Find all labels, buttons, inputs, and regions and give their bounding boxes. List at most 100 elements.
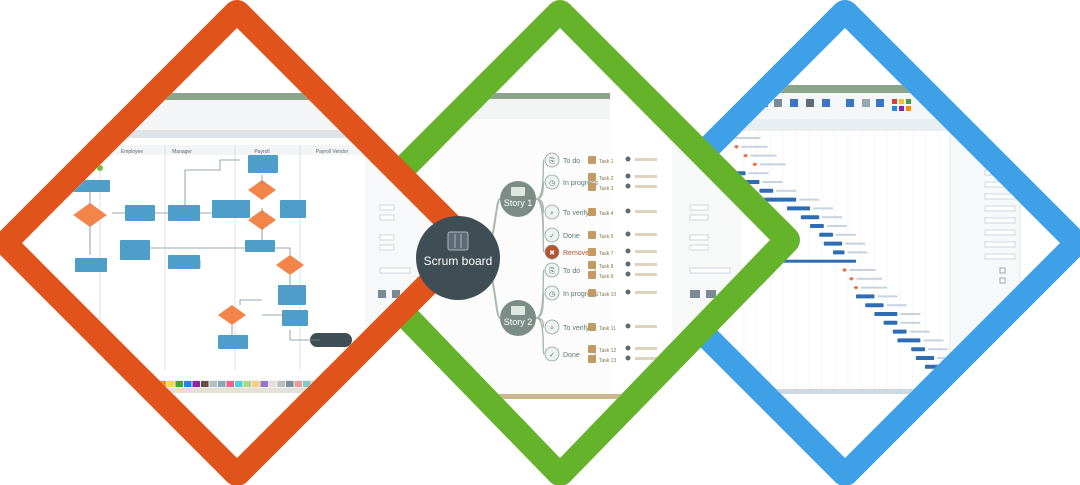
gantt-summary-bar [718,259,856,263]
gantt-task-label [861,286,887,289]
task-label: Task 1 [599,159,614,165]
assignee-avatar [625,355,631,361]
state-label: To verify [563,325,590,332]
task-label: Task 9 [599,274,614,280]
gantt-task-label [900,313,921,315]
decision-diamond [248,180,276,200]
gantt-bar [883,320,898,325]
task-label: Task 11 [599,326,616,332]
board-icon [447,231,469,251]
gantt-task-label [734,137,761,139]
gantt-task-label [836,233,856,236]
ribbon-toolbar [130,100,452,130]
story-node [500,181,536,217]
color-swatch [243,381,251,387]
assignee-avatar [625,208,631,214]
color-swatch [209,381,217,387]
gantt-task-label [877,295,898,298]
state-label: To do [563,158,580,165]
state-label: Removed [563,250,593,257]
task-chip [588,156,596,164]
gantt-task-label [748,172,769,175]
check-icon-glyph: ✓ [549,351,555,359]
task-chip [588,355,596,363]
gantt-bar [911,347,925,352]
task-chip [588,231,596,239]
gantt-bar [833,250,845,255]
gantt-task-label [813,207,833,210]
task-label: Task 10 [599,292,616,298]
color-swatch [192,381,200,387]
color-swatches [150,381,328,387]
gantt-bar [892,329,907,334]
task-label: Task 5 [599,234,614,240]
story-label: Story 2 [504,317,533,327]
assignee-avatar [625,183,631,189]
clipboard-icon [544,152,560,168]
remove-icon [544,244,560,260]
process-box [282,310,308,326]
flow-shapes [70,155,352,349]
clipboard-icon [544,262,560,278]
assignee-avatar [625,156,631,162]
color-swatch [303,381,311,387]
process-box [212,200,250,218]
assignee-avatar [625,261,631,267]
state-label: In progress [563,180,599,187]
gantt-milestone [743,153,749,158]
color-swatch [184,381,192,387]
connector-lines [89,159,320,341]
assignee-placeholder [635,158,657,161]
gantt-task-label [900,321,921,324]
state-label: Done [563,233,580,240]
tab-strip [40,130,450,138]
color-swatch [294,381,302,387]
color-swatch [235,381,243,387]
gantt-task-label [799,198,820,201]
window-title-bar [440,93,610,99]
magnifier-icon [544,204,560,220]
process-box [248,155,278,173]
process-box [125,205,155,221]
color-swatch [269,381,277,387]
assignee-avatar [625,323,631,329]
assignee-avatar [625,248,631,254]
remove-icon-glyph: ✖ [549,249,555,257]
task-chip [588,323,596,331]
timer-icon [544,285,560,301]
color-swatch [252,381,260,387]
gantt-bar [764,197,797,202]
task-label: Task 7 [599,251,614,257]
gantt-bar [787,206,810,211]
process-box [218,335,248,349]
assignee-placeholder [635,185,657,188]
gantt-task-label [822,216,843,219]
story-label: Story 1 [504,198,533,208]
lane-title: Payroll [254,149,269,155]
process-box [245,240,275,252]
assignee-avatar [625,271,631,277]
task-chip [588,261,596,269]
gantt-task-label [826,225,847,227]
orange-diamond-frame [0,0,480,485]
gantt-bar [800,215,820,220]
clipboard-icon-glyph: ⎘ [549,267,555,275]
assignee-avatar [625,231,631,237]
color-swatch [226,381,234,387]
assignee-placeholder [635,273,657,276]
story-icon [511,306,525,315]
scrum-hub-label: Scrum board [424,254,493,268]
gantt-task-label [741,145,768,148]
assignee-placeholder [635,210,657,213]
decision-diamond [218,305,246,325]
gantt-milestone [733,144,739,149]
task-label: Task 3 [599,186,614,192]
gantt-task-label [849,269,876,271]
process-box [168,205,200,221]
start-node [97,165,103,171]
task-chip [588,248,596,256]
magnifier-icon-glyph: ⌕ [550,209,554,217]
